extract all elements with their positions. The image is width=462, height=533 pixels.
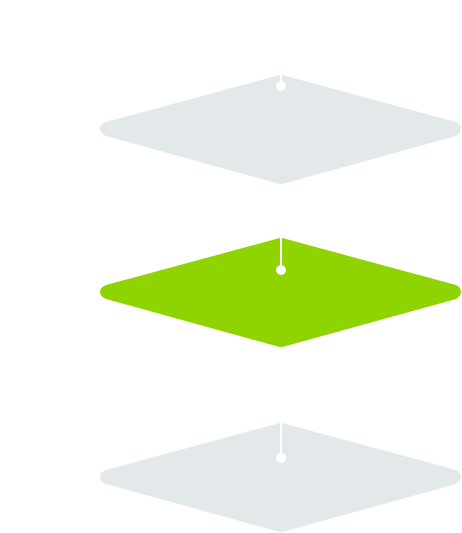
connector-bottom-dot — [276, 453, 286, 463]
layer-middle — [100, 238, 461, 347]
layer-top — [100, 75, 461, 184]
layer-top-group — [100, 74, 461, 184]
connector-middle-dot — [276, 265, 286, 275]
layer-middle-group — [100, 237, 461, 347]
layer-bottom-group — [100, 422, 461, 532]
connector-top-dot — [276, 81, 286, 91]
layer-bottom — [100, 423, 461, 532]
